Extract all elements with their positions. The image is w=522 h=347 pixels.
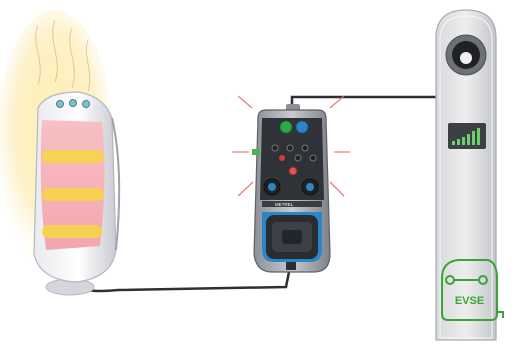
evse-post-body [435,9,497,341]
evse-label: EVSE [455,295,484,307]
ev-car-icon: EVSE [441,259,504,321]
adapter-knobs [263,178,319,196]
adapter-sockets [252,120,317,176]
heater-buttons [56,99,90,108]
signal-bars-icon [448,123,486,149]
heater-elements [42,150,104,238]
heater-icon [0,10,121,296]
adapter-brand: METREL [275,202,294,207]
evse-charging-post: EVSE [435,9,504,341]
heat-waves [35,19,91,93]
test-adapter: METREL [232,95,350,273]
charging-socket [445,34,487,76]
